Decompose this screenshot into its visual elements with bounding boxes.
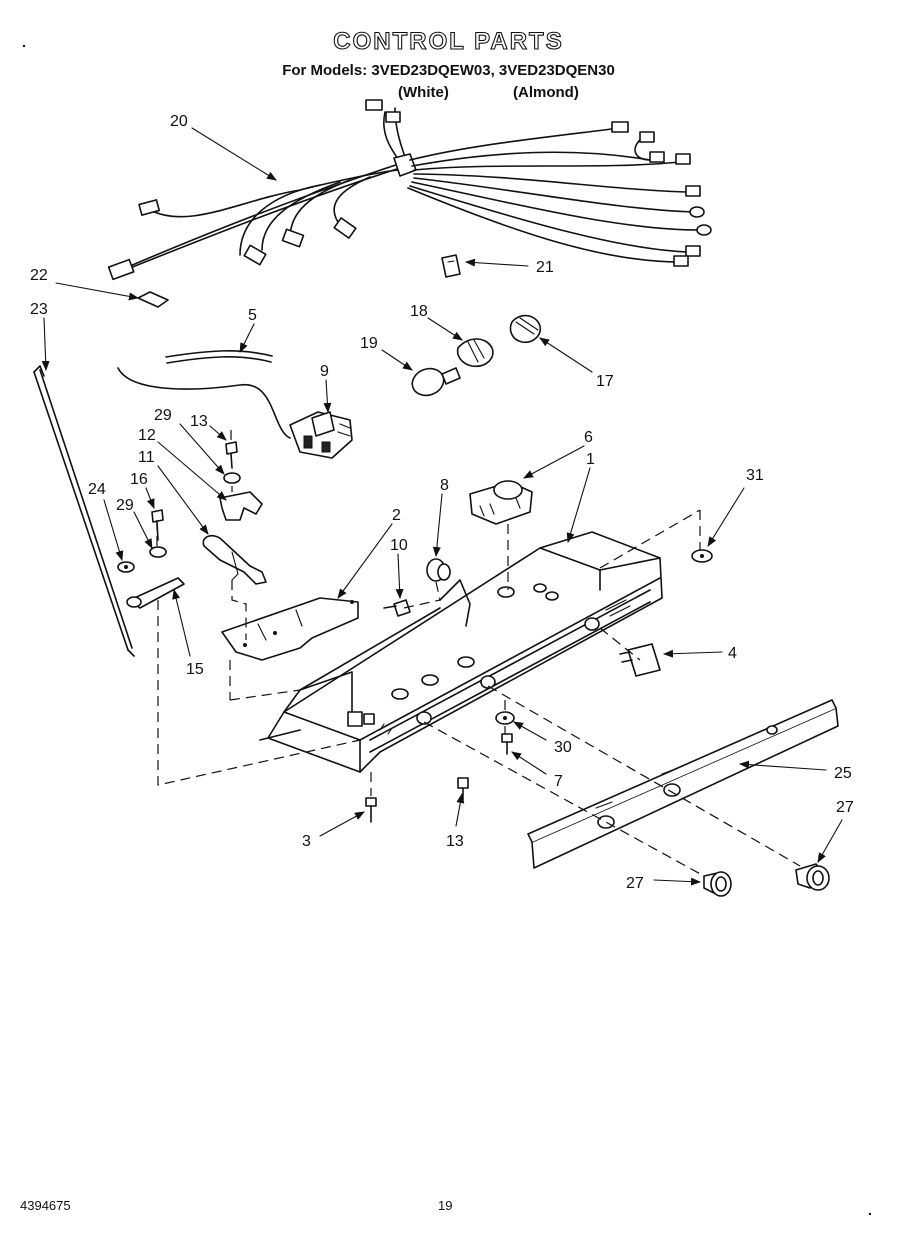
callout-16: 16 [130,471,148,488]
callout-31: 31 [746,467,764,484]
part-27-knob-left [703,871,732,897]
callout-29-lower: 29 [116,497,134,514]
corner-mark-top [22,44,26,48]
callout-15: 15 [186,661,204,678]
callout-6: 6 [584,429,593,446]
part-6-switch [469,480,533,525]
part-22-bracket [137,291,169,308]
callout-18: 18 [410,303,428,320]
callout-20: 20 [170,113,188,130]
callout-23: 23 [30,301,48,318]
variant-white: (White) [398,84,449,101]
callout-17: 17 [596,373,614,390]
part-3-screw [365,797,377,823]
part-30-washer [495,711,515,725]
part-21-clip [441,254,461,278]
wire-harness [107,99,712,281]
callout-labels: 20 21 22 23 5 9 18 19 17 29 13 12 11 16 … [30,113,854,892]
models-line: For Models: 3VED23DQEW03, 3VED23DQEN30 [282,62,615,79]
callout-29-upper: 29 [154,407,172,424]
callout-22: 22 [30,267,48,284]
leader-arrows [41,127,843,886]
part-8-grommet [426,558,451,582]
callout-1: 1 [586,451,595,468]
part-27-knob-right [795,863,830,891]
corner-mark-bottom [868,1212,872,1216]
assembly-dashed-lines [156,430,801,877]
callout-3: 3 [302,833,311,850]
part-5-tube [165,350,273,364]
part-10-screw [383,599,411,617]
part-4-connector [619,643,661,677]
page-title: CONTROL PARTS [333,27,564,55]
callout-7: 7 [554,773,563,790]
callout-19: 19 [360,335,378,352]
part-25-control-panel [527,699,839,869]
callout-30: 30 [554,739,572,756]
part-1-control-housing [259,531,663,773]
callout-5: 5 [248,307,257,324]
callout-25: 25 [834,765,852,782]
part-31-grommet [691,549,713,563]
callout-2: 2 [392,507,401,524]
callout-9: 9 [320,363,329,380]
part-9-thermostat [117,367,353,459]
lever-assembly [117,509,185,609]
callout-13-upper: 13 [190,413,208,430]
part-7-screw [501,733,513,755]
callout-12: 12 [138,427,156,444]
variant-almond: (Almond) [513,84,579,101]
light-assembly [411,314,542,397]
callout-13-lower: 13 [446,833,464,850]
callout-27-left: 27 [626,875,644,892]
callout-21: 21 [536,259,554,276]
callout-10: 10 [390,537,408,554]
cam-assembly [202,441,267,585]
part-2-bracket [221,597,359,661]
part-23-rod [33,365,135,657]
callout-27-right: 27 [836,799,854,816]
part-13-lower-screw [457,777,469,801]
callout-24: 24 [88,481,106,498]
callout-8: 8 [440,477,449,494]
document-number: 4394675 [20,1198,71,1213]
callout-11: 11 [138,449,155,466]
callout-4: 4 [728,645,737,662]
page-number: 19 [438,1198,453,1213]
